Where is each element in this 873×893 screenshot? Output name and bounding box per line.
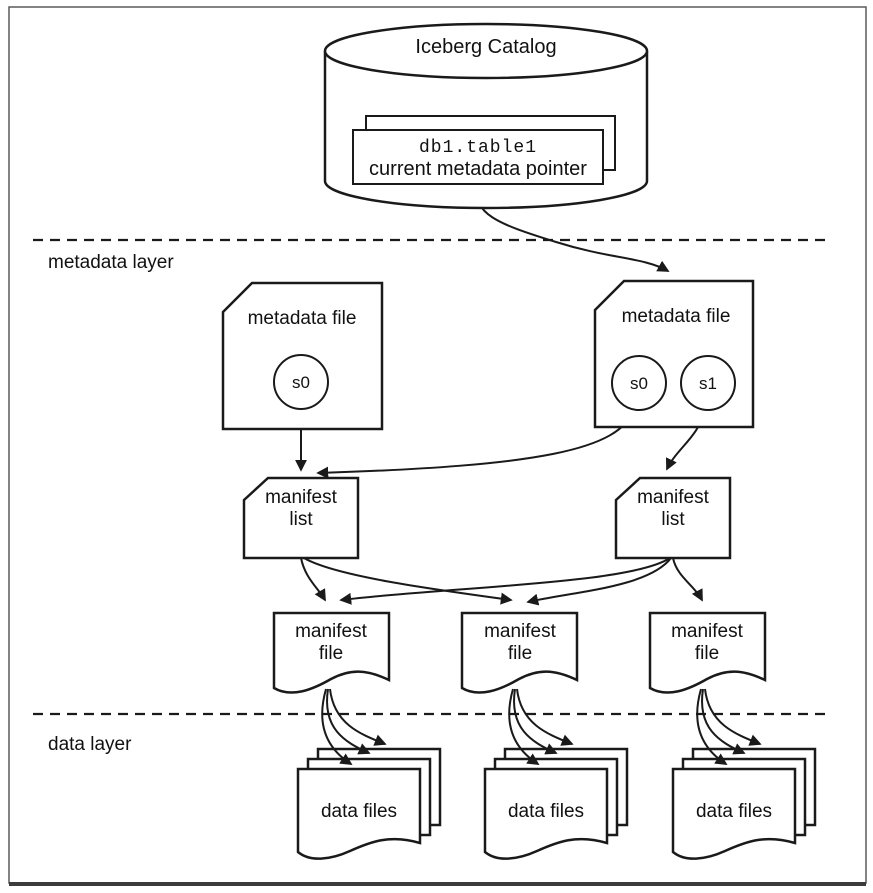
- current-metadata-pointer-label: current metadata pointer: [369, 158, 587, 180]
- metadata-layer-label: metadata layer: [48, 252, 174, 273]
- manifest-file-1-label: manifest file: [295, 621, 367, 664]
- snapshot-s0-left-label: s0: [292, 373, 310, 392]
- catalog-cylinder: [323, 22, 649, 210]
- snapshot-s0-left-circle: [273, 354, 329, 410]
- data-files-1-label: data files: [320, 801, 398, 822]
- data-files-stack-3: [671, 747, 817, 860]
- arrows-mfile-1-to-data-files: [321, 688, 387, 765]
- arrow-mlist-right-to-mfile-2: [526, 557, 672, 606]
- arrows-mfile-2-to-data-files: [508, 688, 574, 765]
- catalog-title: Iceberg Catalog: [415, 36, 557, 58]
- arrow-mlist-left-to-mfile-1: [300, 557, 326, 602]
- manifest-file-2-label: manifest file: [484, 621, 556, 664]
- metadata-file-right-label: metadata file: [621, 306, 731, 327]
- metadata-file-right-shape: [593, 279, 755, 429]
- snapshot-s0-right-circle: [611, 355, 667, 411]
- data-files-stack-2: [483, 747, 629, 860]
- arrow-mlist-left-to-mfile-2: [303, 557, 513, 605]
- manifest-file-3-label: manifest file: [671, 621, 743, 664]
- manifest-list-right-label: manifest list: [637, 487, 709, 530]
- snapshot-s1-label: s1: [699, 374, 717, 393]
- manifest-file-1-shape: [272, 611, 391, 694]
- snapshot-s1-circle: [680, 355, 736, 411]
- arrow-mlist-right-to-mfile-3: [672, 557, 703, 602]
- manifest-file-3-shape: [648, 611, 767, 694]
- table-reference: db1.table1: [418, 138, 538, 158]
- metadata-file-left-shape: [221, 281, 384, 431]
- data-files-stack-1: [296, 747, 442, 860]
- manifest-file-2-shape: [460, 611, 579, 694]
- data-files-2-label: data files: [507, 801, 585, 822]
- data-files-3-label: data files: [695, 801, 773, 822]
- arrow-mlist-right-to-mfile-1: [339, 557, 671, 605]
- manifest-list-left-label: manifest list: [265, 487, 337, 530]
- snapshot-s0-right-label: s0: [630, 374, 648, 393]
- arrows-mfile-3-to-data-files: [696, 688, 762, 765]
- pointer-card-front: [352, 129, 604, 185]
- data-layer-label: data layer: [48, 734, 132, 755]
- metadata-file-left-label: metadata file: [247, 308, 357, 329]
